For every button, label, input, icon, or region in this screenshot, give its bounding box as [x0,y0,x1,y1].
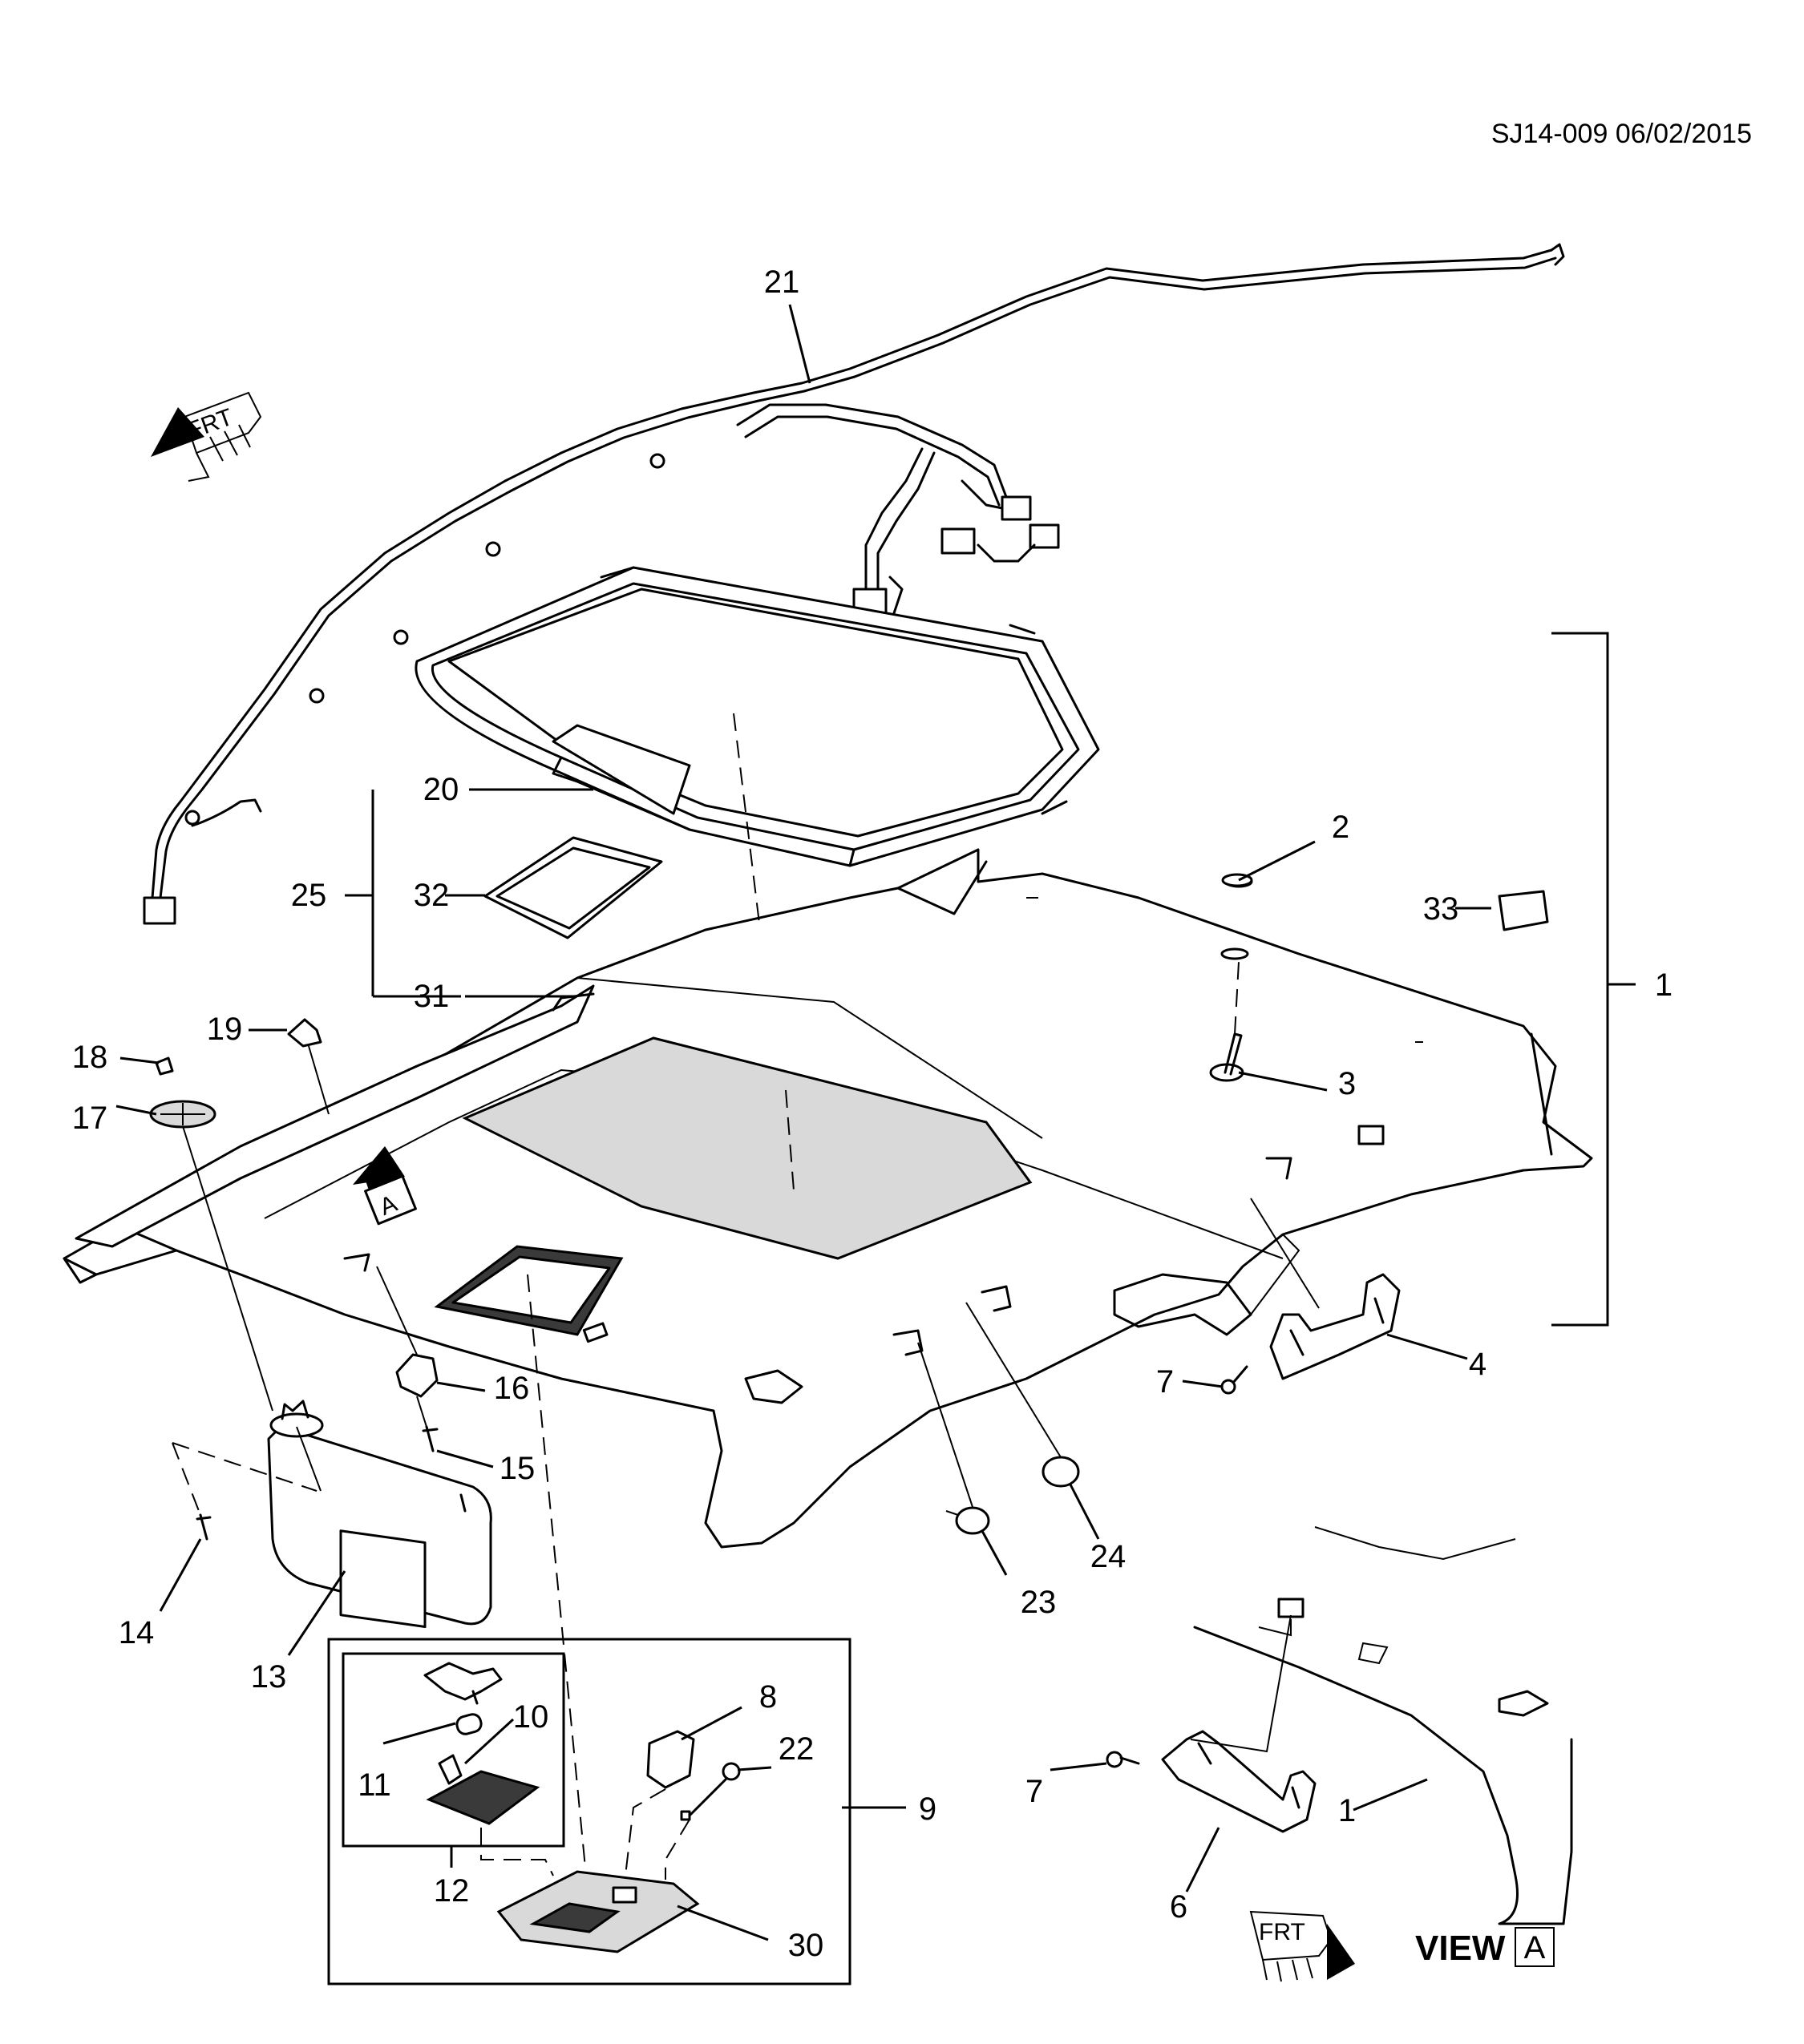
front-direction-arrow-lower-icon: FRT [1249,1910,1355,1982]
callout-31: 31 [414,979,450,1014]
plug-24 [1042,1456,1080,1488]
callout-30: 30 [788,1928,824,1963]
visor-clip-16 [395,1353,439,1398]
view-a-detail [1193,1526,1573,1925]
screw-7-lower [1106,1751,1140,1768]
view-label-letter: A [1524,1930,1546,1965]
callout-13: 13 [251,1659,287,1695]
callout-32: 32 [414,878,450,913]
doc-id-header: SJ14-009 06/02/2015 [1491,119,1752,149]
callout-8: 8 [759,1679,777,1715]
callout-21: 21 [764,265,800,300]
dome-light-assembly-group [327,1638,851,1985]
sunroof-frame [415,566,1100,867]
bulb-22 [680,1762,741,1821]
screw-15 [422,1425,439,1452]
screw-7-upper [1220,1365,1248,1395]
assist-grip-rear [1269,1273,1401,1380]
dome-light-dash [527,1274,586,1868]
callout-19: 19 [207,1012,243,1047]
insulator-block [1498,890,1549,931]
callout-20: 20 [423,772,459,807]
callout-3: 3 [1338,1066,1356,1101]
callout-23: 23 [1021,1585,1057,1620]
grip-6-guide [1190,1614,1292,1753]
visor-guide [172,1442,318,1516]
callout-12: 12 [434,1873,470,1909]
callout-7-upper: 7 [1156,1364,1174,1400]
roof-wiring-harness [143,243,1565,925]
grip-4-guide [1250,1198,1320,1309]
callout-labels: 21 20 25 32 31 2 33 1 3 19 18 17 16 15 7… [72,265,1673,1963]
sunroof-center-dash [733,713,761,931]
screw-15-guide [416,1396,427,1428]
callout-16: 16 [494,1371,530,1406]
view-label: VIEW [1415,1929,1506,1968]
plug-23-guide [917,1342,973,1508]
callout-17: 17 [72,1101,108,1136]
dome-lamp-30 [496,1870,700,1953]
clip-16-guide [376,1266,418,1355]
callout-25: 25 [291,878,327,913]
headliner-panel [63,848,1593,1549]
plug-24-guide [965,1302,1062,1458]
bulb-11 [455,1713,483,1735]
callout-14: 14 [119,1615,155,1650]
bracket-part-1 [1551,632,1636,1327]
part-17-guide [182,1125,273,1412]
callout-24: 24 [1090,1539,1126,1574]
view-label-box [1515,1927,1555,1967]
callout-7-lower: 7 [1025,1774,1043,1809]
leader-lines [115,304,1491,1941]
callout-10: 10 [513,1699,549,1735]
part-19-guide [308,1045,330,1115]
sunshade-pad [483,836,663,939]
screw-14 [196,1513,212,1541]
sun-visor [267,1400,492,1629]
callout-6: 6 [1170,1889,1187,1925]
view-a-arrow-icon: A [353,1146,417,1226]
callout-1-bracket: 1 [1655,967,1673,1003]
callout-33: 33 [1423,891,1459,927]
frt-label-lower: FRT [1259,1919,1305,1945]
plug-23 [945,1506,990,1535]
callout-2: 2 [1332,810,1349,845]
callout-18: 18 [72,1040,108,1075]
lens-10 [426,1754,540,1825]
callout-11: 11 [358,1767,391,1803]
visor-pivot-guide [296,1426,322,1492]
callout-9: 9 [919,1792,936,1827]
clip-18 [155,1056,174,1076]
callout-1-view: 1 [1338,1793,1356,1828]
switch-8 [646,1730,695,1789]
escutcheon-17 [149,1100,216,1129]
front-direction-arrow-icon: FRT [151,391,262,482]
assist-grip-front [1161,1730,1317,1833]
callout-4: 4 [1469,1347,1486,1382]
callout-15: 15 [500,1451,536,1486]
callout-22: 22 [779,1731,815,1767]
bracket-19 [287,1018,322,1048]
headliner-center-dash [785,1089,795,1191]
